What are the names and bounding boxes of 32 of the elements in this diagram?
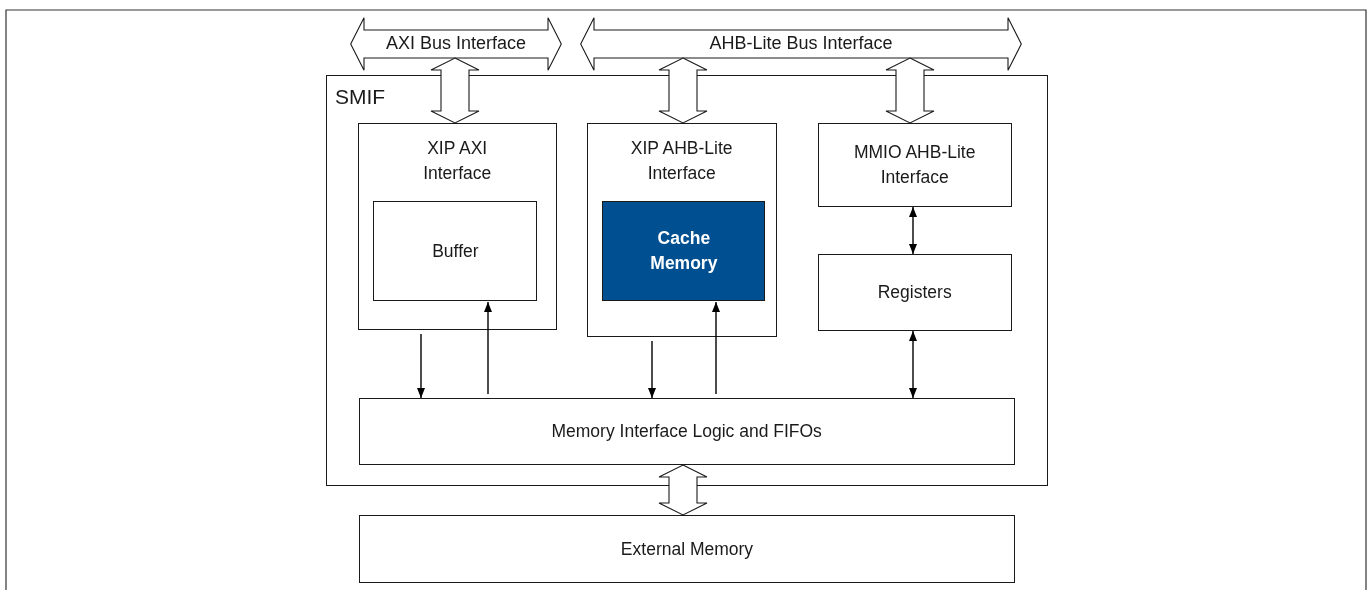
block-label: Buffer bbox=[431, 239, 480, 263]
block-label: XIP AHB-Lite Interface bbox=[629, 136, 734, 185]
bus-arrow bbox=[658, 57, 708, 124]
block-label: Cache Memory bbox=[649, 227, 719, 276]
block-title: SMIF bbox=[335, 84, 386, 109]
bus-arrow bbox=[430, 57, 480, 124]
highlighted-box bbox=[602, 201, 766, 302]
block-label: Registers bbox=[876, 280, 953, 304]
bus-interface-band bbox=[350, 17, 562, 71]
bus-arrow bbox=[658, 464, 708, 516]
block-label: MMIO AHB-Lite Interface bbox=[852, 140, 977, 189]
block-box bbox=[817, 253, 1012, 331]
block-box bbox=[817, 122, 1012, 207]
block-label: Memory Interface Logic and FIFOs bbox=[550, 419, 823, 443]
arrow bbox=[712, 301, 720, 395]
block-box bbox=[326, 75, 1048, 486]
bus-label: AXI Bus Interface bbox=[384, 32, 528, 55]
block-box bbox=[359, 515, 1015, 583]
block-box bbox=[373, 201, 538, 302]
block-box bbox=[358, 397, 1015, 465]
block-box bbox=[357, 122, 557, 330]
arrow bbox=[648, 340, 656, 399]
block-label: XIP AXI Interface bbox=[422, 136, 493, 185]
bus-label: AHB-Lite Bus Interface bbox=[708, 32, 894, 55]
arrow bbox=[909, 330, 917, 399]
bus-interface-band bbox=[580, 17, 1022, 71]
block-label: External Memory bbox=[619, 537, 755, 561]
arrow bbox=[484, 301, 492, 395]
bus-arrow bbox=[885, 57, 935, 124]
block-box bbox=[586, 122, 777, 337]
arrow bbox=[909, 206, 917, 255]
arrow bbox=[417, 333, 425, 399]
